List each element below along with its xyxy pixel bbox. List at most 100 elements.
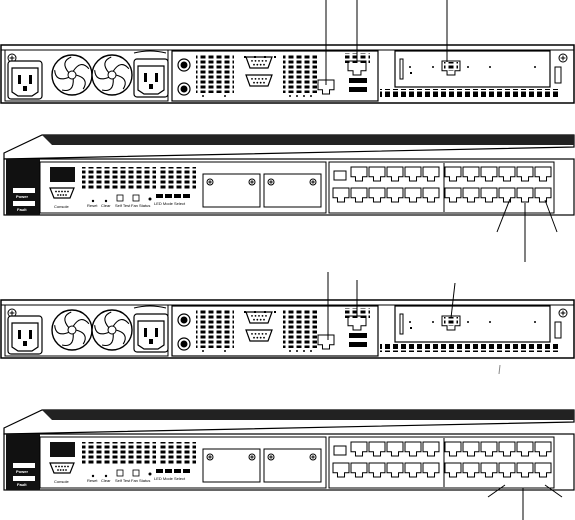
screw-icon [267,178,275,186]
screw-icon [7,53,17,63]
vent-grid [158,442,196,464]
card-latch [399,58,404,80]
vga-port-icon [245,74,273,87]
rj45-port-icon [534,462,552,478]
power-inlet-icon [133,313,169,353]
psu-handle [133,305,167,309]
sfp-slot [333,445,347,456]
psu-handle [133,50,167,54]
serial-port-icon [245,311,273,324]
power-inlet-icon [7,315,43,355]
rj45-port-icon [347,315,367,331]
callout-line [487,484,506,498]
reset-button [91,199,95,203]
chassis-top-surface [42,135,574,145]
console-label: Console [54,204,69,209]
power-led [13,463,35,468]
vga-port-icon [245,329,273,342]
usb-port [349,87,367,92]
led-dot [264,56,266,58]
rj45-port-icon [498,166,516,182]
fault-led [13,476,35,481]
vent-grid [158,167,196,189]
rj45-port-icon [350,462,368,478]
screw-icon [558,53,568,63]
fan-icon [91,309,133,351]
led-dot [467,66,469,68]
rj45-port-icon [317,79,335,95]
led-dot [410,72,412,74]
lcd-display [50,167,75,182]
rj45-port-icon [480,462,498,478]
fan-icon [51,54,93,96]
mode-led [183,194,190,198]
rj45-port-icon [516,441,534,457]
led-mode-label: LED Mode Select [154,201,186,206]
rj45-port-icon [516,462,534,478]
led-dot [274,311,276,313]
chassis-top-surface [42,410,574,420]
rj45-port-icon [480,166,498,182]
rj45-port-icon [422,187,440,203]
rj45-port-icon [386,187,404,203]
led-dot [409,321,411,323]
vent-grid [380,344,558,352]
vent-grid [283,310,317,348]
fault-label: Fault [17,482,27,487]
ps2-port-icon [177,82,191,96]
usb-port [349,342,367,347]
rj45-port-icon [347,60,367,76]
power-led [13,188,35,193]
rear-ear [554,321,562,339]
led-mode-label: LED Mode Select [154,476,186,481]
led-dot [224,95,226,97]
rj45-port-icon [422,441,440,457]
fan-icon [91,54,133,96]
led-dot [310,95,312,97]
rj45-port-icon [368,462,386,478]
rj45-port-icon [368,441,386,457]
fan-status-led [132,469,140,477]
power-label: Power [16,469,28,474]
led-dot [264,311,266,313]
screw-icon [206,453,214,461]
mode-led [174,469,181,473]
power-inlet-icon [7,60,43,100]
rj45-port-icon [386,462,404,478]
fault-led [13,201,35,206]
rear-ear [554,66,562,84]
led-dot [303,95,305,97]
lcd-display [50,442,75,457]
vent-grid [380,89,558,97]
led-dot [254,311,256,313]
sfp-slot [333,170,347,181]
rj45-port-icon [332,187,350,203]
console-port-icon [49,462,75,474]
screw-icon [248,453,256,461]
rj45-pins [444,317,458,326]
ps2-port-icon [177,337,191,351]
rj45-port-icon [332,462,350,478]
ps2-port-icon [177,313,191,327]
led-dot [289,350,291,352]
vent-grid [82,442,156,464]
rj45-port-icon [404,166,422,182]
serial-port-icon [245,56,273,69]
rj45-port-icon [404,187,422,203]
self-test-label: Self Test [115,203,131,208]
rj45-port-icon [534,187,552,203]
self-test-led [116,194,124,202]
led-dot [224,350,226,352]
rj45-port-icon [462,462,480,478]
callout-line [544,199,558,233]
led-dot [310,350,312,352]
led-dot [202,350,204,352]
rj45-port-icon [422,462,440,478]
led-mode-button [148,472,152,476]
led-dot [534,321,536,323]
led-dot [489,66,491,68]
rj45-pins [444,62,458,71]
led-dot [244,311,246,313]
mode-led [156,194,163,198]
